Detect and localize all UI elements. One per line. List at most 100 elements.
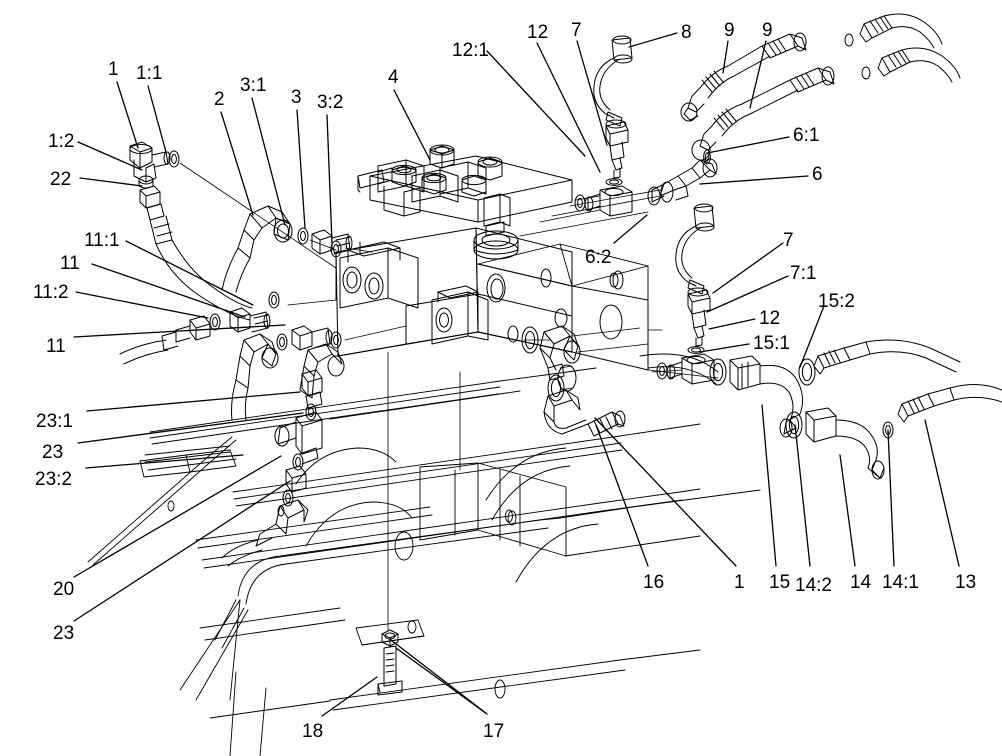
leader-line-2 (220, 111, 254, 216)
fitting-1-elbow (129, 141, 171, 183)
callout-label-12: 12 (527, 22, 549, 43)
leader-line-7 (712, 242, 784, 294)
cartridge-valve-left-2 (431, 285, 489, 345)
leader-line-14-2 (794, 424, 811, 567)
elbow-fitting-left-lower (231, 333, 279, 421)
callout-label-22: 22 (50, 169, 72, 190)
connector-8 (593, 35, 633, 127)
callout-label-8: 8 (681, 22, 692, 43)
leader-line-20 (73, 455, 282, 578)
tube-15-elbow (709, 355, 804, 438)
leader-line-11 (73, 324, 286, 338)
callout-label-6-2: 6:2 (585, 247, 612, 268)
callout-label-4: 4 (388, 67, 399, 88)
leader-line-18 (321, 676, 378, 717)
leader-line-23 (73, 480, 291, 622)
hose-9-upper (680, 32, 807, 122)
callout-label-3-2: 3:2 (317, 92, 344, 113)
callout-label-23: 23 (53, 623, 75, 644)
callout-label-9: 9 (762, 20, 773, 41)
hose-13-end (897, 384, 1002, 423)
callout-label-1-2: 1:2 (48, 131, 75, 152)
fitting-1-2-and-hose-22 (138, 175, 253, 321)
callout-label-11-1: 11:1 (84, 230, 120, 251)
elbow-fitting-16 (521, 325, 581, 381)
callout-label-14-2: 14:2 (795, 575, 832, 596)
fitting-11-adapter (229, 307, 271, 333)
leader-line-12-1 (486, 50, 586, 157)
callout-label-6: 6 (812, 164, 823, 185)
callout-label-7: 7 (783, 230, 794, 251)
fitting-23-stack (221, 369, 323, 567)
hose-end-right-upper (844, 13, 943, 49)
callout-label-18: 18 (302, 721, 324, 742)
leader-line-3 (296, 109, 306, 229)
bolt-17 (377, 629, 403, 696)
fitting-3-adapter (311, 229, 353, 255)
callout-label-6-1: 6:1 (793, 125, 820, 146)
leader-line-9 (722, 40, 729, 74)
callout-label-23-2: 23:2 (35, 469, 72, 490)
callout-label-16: 16 (643, 572, 665, 593)
fitting-2-elbow-hose (221, 205, 293, 293)
callout-label-14: 14 (850, 572, 872, 593)
callout-label-23-1: 23:1 (36, 411, 73, 432)
leader-line-1 (594, 417, 737, 567)
callout-label-23: 23 (42, 442, 64, 463)
hose-9-lower (691, 66, 835, 161)
callout-label-15-1: 15:1 (753, 333, 790, 354)
leader-line-4 (393, 89, 431, 161)
fitting-11-adapter-2 (291, 325, 333, 351)
callout-label-12: 12 (759, 308, 781, 329)
leader-line-7-1 (706, 275, 789, 313)
connector-8-lower (675, 203, 715, 295)
leader-line-14 (839, 454, 856, 567)
callout-label-15-2: 15:2 (818, 291, 855, 312)
callout-label-9: 9 (724, 20, 735, 41)
alignment-lines (179, 162, 719, 391)
callout-label-15: 15 (769, 572, 791, 593)
leader-line-23-1 (86, 391, 301, 412)
callout-label-7: 7 (571, 20, 582, 41)
coupler-15-2 (798, 339, 961, 386)
leader-line-23-2 (85, 454, 244, 469)
callout-label-14-1: 14:1 (882, 572, 919, 593)
callout-label-13: 13 (955, 572, 977, 593)
callout-label-3: 3 (291, 87, 302, 108)
callout-label-20: 20 (53, 579, 75, 600)
leader-line-6 (699, 175, 809, 185)
callout-label-2: 2 (214, 89, 225, 110)
leader-line-3-1 (251, 97, 286, 226)
leader-line-22 (79, 177, 143, 187)
callout-label-1: 1 (734, 572, 745, 593)
leader-line-6-2 (613, 214, 648, 244)
chassis-outline (87, 367, 761, 756)
leader-line-7 (576, 40, 608, 146)
leader-line-3-2 (326, 114, 333, 244)
callout-label-11: 11 (60, 253, 80, 274)
leader-line-11-1 (125, 240, 254, 306)
valve-manifold-block (335, 144, 649, 392)
callout-label-1-1: 1:1 (136, 63, 163, 84)
leader-line-15 (761, 404, 777, 567)
leader-line-15-1 (699, 343, 750, 353)
leader-line-14-1 (887, 429, 895, 567)
callout-label-11: 11 (46, 336, 66, 357)
callout-label-7-1: 7:1 (790, 263, 817, 284)
leader-line-8 (628, 32, 678, 48)
leader-line-1-1 (147, 85, 167, 153)
pressure-switch-7 (605, 119, 629, 179)
leader-line-16 (595, 424, 649, 567)
elbow-fitting-1-lower (543, 389, 626, 437)
leader-line-9 (749, 40, 767, 109)
leader-line-12 (708, 318, 756, 330)
callout-label-3-1: 3:1 (240, 75, 267, 96)
hose-end-right-lower (861, 47, 961, 83)
fitting-6-swivel-elbow (647, 158, 718, 206)
callout-label-11-2: 11:2 (33, 282, 69, 303)
callout-leader-lines (73, 32, 960, 717)
leader-line-13 (924, 419, 960, 567)
callout-label-17: 17 (483, 721, 505, 742)
callout-label-1: 1 (108, 59, 119, 80)
